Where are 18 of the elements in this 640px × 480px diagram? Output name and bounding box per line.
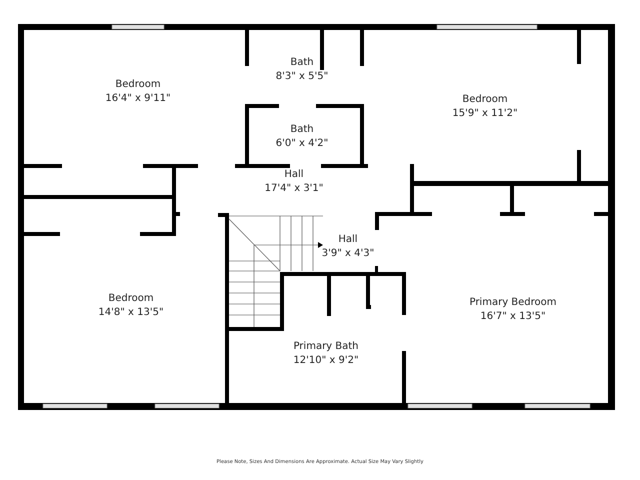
room-dimensions: 3'9" x 4'3" bbox=[322, 247, 374, 261]
room-dimensions: 6'0" x 4'2" bbox=[276, 137, 328, 151]
room-name: Hall bbox=[284, 168, 304, 182]
room-dimensions: 17'4" x 3'1" bbox=[264, 182, 324, 196]
room-dimensions: 16'7" x 13'5" bbox=[480, 310, 546, 324]
room-dimensions: 12'10" x 9'2" bbox=[293, 354, 359, 368]
room-name: Bath bbox=[290, 123, 314, 137]
room-name: Primary Bedroom bbox=[469, 296, 557, 310]
room-name: Hall bbox=[338, 233, 358, 247]
room-name: Bedroom bbox=[108, 292, 154, 306]
room-name: Primary Bath bbox=[293, 340, 359, 354]
room-dimensions: 14'8" x 13'5" bbox=[98, 306, 164, 320]
room-name: Bath bbox=[290, 56, 314, 70]
room-dimensions: 8'3" x 5'5" bbox=[276, 70, 328, 84]
room-dimensions: 15'9" x 11'2" bbox=[452, 107, 518, 121]
room-name: Bedroom bbox=[462, 93, 508, 107]
room-name: Bedroom bbox=[115, 78, 161, 92]
room-dimensions: 16'4" x 9'11" bbox=[105, 92, 171, 106]
